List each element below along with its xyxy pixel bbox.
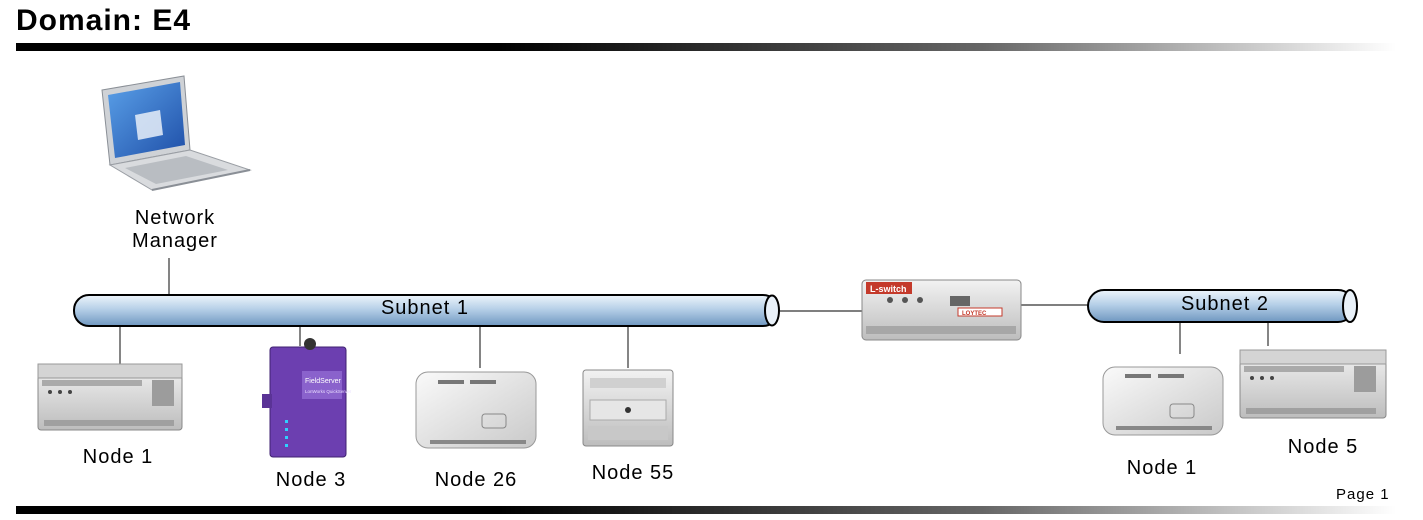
subnet-2-label: Subnet 2 [1180, 293, 1270, 315]
node-5-label: Node 5 [1287, 436, 1359, 458]
node-3-label: Node 3 [275, 469, 347, 491]
node-26-label: Node 26 [434, 469, 518, 491]
node-1b-label: Node 1 [1126, 457, 1198, 479]
node-26-device-icon [415, 371, 537, 449]
laptop-icon [101, 75, 252, 191]
lswitch-brand: L-switch [870, 284, 907, 294]
node-55-label: Node 55 [591, 462, 675, 484]
lswitch-maker: LOYTEC [962, 311, 987, 317]
node-5-device-icon [1239, 349, 1387, 419]
subnet-2-pipe [1087, 289, 1358, 323]
lswitch-router-icon: L-switch LOYTEC [861, 279, 1022, 341]
fieldserver-model: LonWorks QuickServer [305, 389, 352, 394]
node-3-fieldserver-icon: FieldServer LonWorks QuickServer [262, 338, 352, 458]
node-1-device-icon [37, 363, 183, 431]
subnet-1-label: Subnet 1 [380, 297, 470, 319]
node-1b-device-icon [1102, 366, 1224, 436]
fieldserver-brand: FieldServer [305, 378, 341, 385]
page-title: Domain: E4 [16, 4, 192, 37]
network-manager-label: Network Manager [132, 207, 218, 252]
node-55-device-icon [582, 369, 674, 447]
subnet-1-pipe [73, 294, 780, 327]
bottom-divider [16, 506, 1396, 514]
top-divider [16, 43, 1396, 51]
node-1-label: Node 1 [82, 446, 154, 468]
connection-lines [119, 258, 1269, 368]
page-number: Page 1 [1336, 486, 1390, 503]
